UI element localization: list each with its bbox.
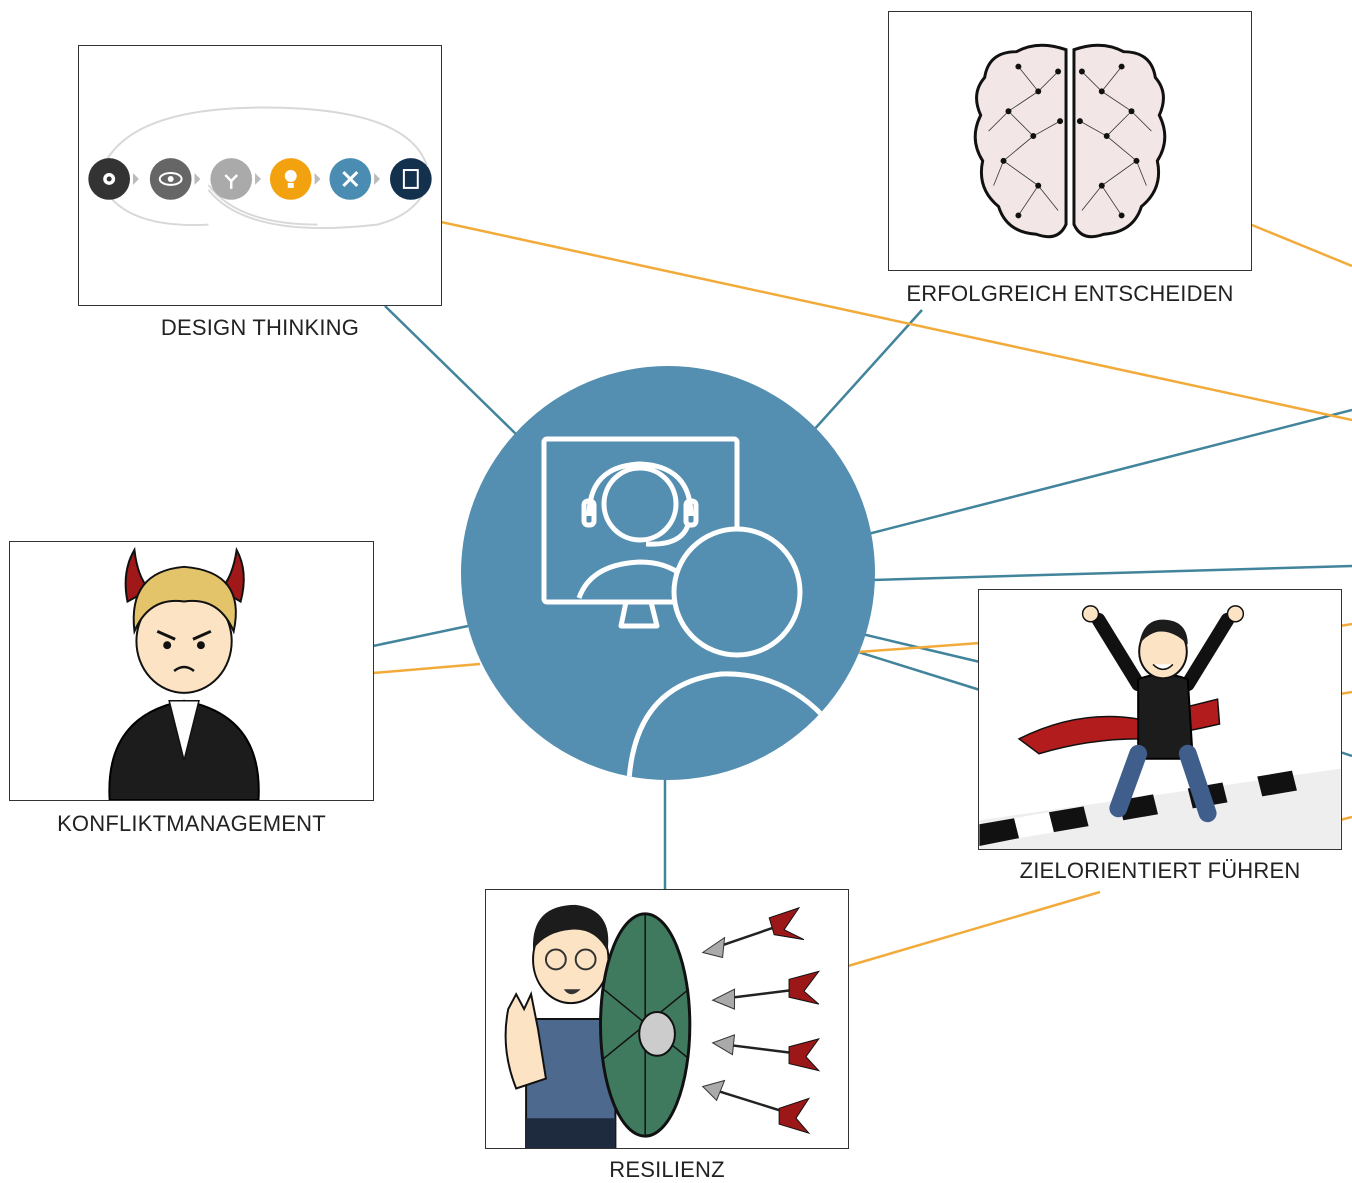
label-erfolgreich-entscheiden: ERFOLGREICH ENTSCHEIDEN xyxy=(906,281,1234,306)
link-zielorientiert-2 xyxy=(851,648,981,692)
link-orange-ziel xyxy=(857,641,981,654)
design-thinking-process-icon xyxy=(88,106,432,230)
hub-online-coaching-icon[interactable] xyxy=(461,366,875,780)
link-offscreen-2 xyxy=(871,564,1352,582)
link-orange-resilienz xyxy=(847,890,1101,968)
shield-arrows-character-icon xyxy=(504,904,821,1148)
finish-line-runner-icon xyxy=(979,605,1341,849)
link-konfliktmanagement xyxy=(372,624,469,648)
label-zielorientiert-fuehren: ZIELORIENTIERT FÜHREN xyxy=(1019,858,1301,883)
link-erfolgreich-entscheiden xyxy=(811,309,923,433)
card-konfliktmanagement[interactable] xyxy=(9,541,374,801)
link-orange-right-1 xyxy=(1339,622,1352,628)
label-design-thinking: DESIGN THINKING xyxy=(160,315,360,340)
link-orange-right-2 xyxy=(1339,690,1352,696)
link-orange-design xyxy=(440,220,1352,422)
label-resilienz: RESILIENZ xyxy=(609,1157,725,1182)
brain-network-icon xyxy=(973,43,1167,239)
label-konfliktmanagement: KONFLIKTMANAGEMENT xyxy=(57,811,326,836)
card-resilienz[interactable] xyxy=(485,889,849,1149)
link-orange-right-3 xyxy=(1339,815,1352,822)
card-erfolgreich-entscheiden[interactable] xyxy=(888,11,1252,271)
card-design-thinking[interactable] xyxy=(78,45,442,306)
angry-devil-character-icon xyxy=(108,546,260,800)
link-offscreen-3 xyxy=(1339,750,1352,758)
link-orange-brain xyxy=(1251,223,1352,268)
link-offscreen-1 xyxy=(867,408,1352,536)
link-orange-konflikt xyxy=(372,662,481,675)
card-zielorientiert-fuehren[interactable] xyxy=(978,589,1342,850)
link-design-thinking xyxy=(384,305,521,439)
